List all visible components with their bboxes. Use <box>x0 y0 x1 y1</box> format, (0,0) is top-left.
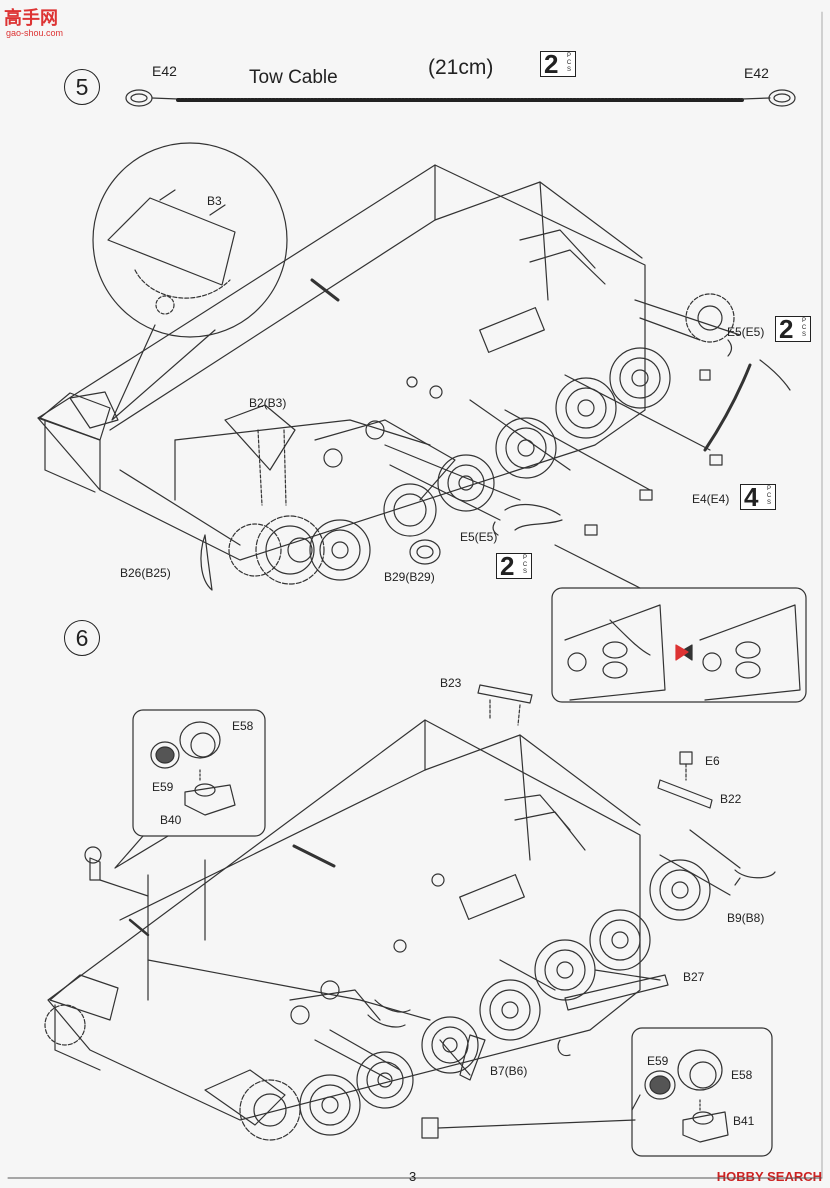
label-e59-b: E59 <box>647 1054 669 1068</box>
tow-cable <box>125 89 796 107</box>
label-e58-b: E58 <box>731 1068 753 1082</box>
label-b40: B40 <box>160 813 182 827</box>
watermark-url: gao-shou.com <box>6 28 64 38</box>
label-b22: B22 <box>720 792 742 806</box>
label-e58-a: E58 <box>232 719 254 733</box>
label-b26: B26(B25) <box>120 566 171 580</box>
label-e4: E4(E4) <box>692 492 730 506</box>
parts-step5 <box>200 299 791 591</box>
label-e42-right: E42 <box>744 65 769 81</box>
wheels-step6 <box>44 859 711 1141</box>
watermark-brand: HOBBY SEARCH <box>716 1169 822 1184</box>
hull-step6 <box>47 719 641 1126</box>
hull-step5 <box>37 164 646 561</box>
wheels-step5 <box>228 293 735 585</box>
label-b2: B2(B3) <box>249 396 287 410</box>
watermark-logo: 高手网 <box>4 8 58 28</box>
label-b3: B3 <box>207 194 222 208</box>
label-e5-bottom: E5(E5) <box>460 530 498 544</box>
label-b7: B7(B6) <box>490 1064 528 1078</box>
cable-title: Tow Cable <box>249 67 338 88</box>
label-e6: E6 <box>705 754 720 768</box>
label-b23: B23 <box>440 676 462 690</box>
cable-length: (21cm) <box>428 56 494 79</box>
label-b27: B27 <box>683 970 705 984</box>
step-6-number: 6 <box>64 620 100 656</box>
page-number: 3 <box>409 1169 417 1184</box>
inset-e58-e59-b40 <box>114 709 266 869</box>
step-5-number: 5 <box>64 69 100 105</box>
label-e59-a: E59 <box>152 780 174 794</box>
label-b41: B41 <box>733 1114 755 1128</box>
inset-e59-e58-b41 <box>631 1027 773 1157</box>
parts-step6 <box>84 684 776 1139</box>
label-b9: B9(B8) <box>727 911 765 925</box>
label-e5-top: E5(E5) <box>727 325 765 339</box>
label-b29: B29(B29) <box>384 570 435 584</box>
label-e42-left: E42 <box>152 63 177 79</box>
magnifier-callout <box>92 142 288 421</box>
track-link-inset <box>551 544 807 703</box>
